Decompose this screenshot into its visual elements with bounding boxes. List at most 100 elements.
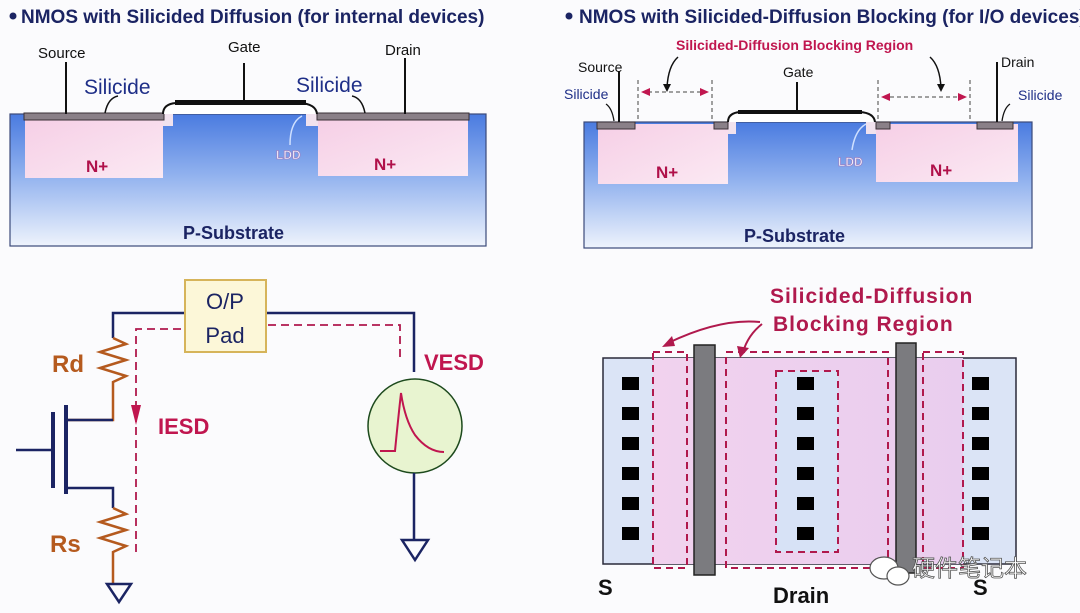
gate-poly xyxy=(738,110,862,114)
contact-drain xyxy=(797,377,814,390)
ground-icon xyxy=(104,582,134,605)
arrowhead-icon xyxy=(663,84,671,92)
silicide-label-left: Silicide xyxy=(84,76,151,99)
esd-voltage-source xyxy=(367,378,463,474)
blocking-pointer-left xyxy=(666,56,679,89)
n-plus-label-left: N+ xyxy=(656,163,678,182)
n-plus-drain-region xyxy=(876,124,1018,182)
bullet-icon xyxy=(9,12,17,20)
silicide-strip-source xyxy=(23,112,165,121)
n-plus-source-region xyxy=(25,120,163,178)
resistor-rd xyxy=(66,336,131,422)
blocking-boundaries xyxy=(637,80,971,122)
contact-source-left xyxy=(622,527,639,540)
n-plus-source-region xyxy=(598,124,728,184)
ldd-pointer xyxy=(851,123,867,151)
panel-silicided-diffusion-blocking: NMOS with Silicided-Diffusion Blocking (… xyxy=(564,7,1080,249)
contact-source-left xyxy=(622,377,639,390)
source-label-right: S xyxy=(973,575,988,600)
mosfet-source-lead xyxy=(66,486,115,508)
silicide-strip-gate-right xyxy=(875,121,891,130)
contact-source-right xyxy=(972,437,989,450)
silicide-pointer-right xyxy=(1001,103,1011,122)
gate-label: Gate xyxy=(783,64,814,80)
region-label-line1: Silicided-Diffusion xyxy=(770,285,973,308)
wechat-icon-bubble xyxy=(886,566,910,586)
vesd-label: VESD xyxy=(424,350,484,375)
drain-contact-window xyxy=(776,371,838,552)
output-pad xyxy=(184,279,267,353)
silicide-strip-gate-left xyxy=(713,121,729,130)
blocking-outlines xyxy=(652,351,964,569)
resistor-rs xyxy=(95,506,131,584)
ground-icon xyxy=(399,538,431,563)
current-arrow-icon xyxy=(131,405,141,425)
silicide-label-right: Silicide xyxy=(296,74,363,97)
ldd-right xyxy=(866,122,876,134)
contact-array xyxy=(622,377,989,540)
blocking-pointer-right xyxy=(929,56,942,89)
contact-source-left xyxy=(622,467,639,480)
ldd-label: LDD xyxy=(838,155,863,169)
gate-poly-right xyxy=(895,342,917,574)
contact-source-left xyxy=(622,497,639,510)
source-label: Source xyxy=(38,45,86,62)
silicide-strip-source xyxy=(596,121,636,130)
silicide-strip-drain xyxy=(316,112,470,121)
ldd-left xyxy=(728,122,736,134)
contact-drain xyxy=(797,407,814,420)
iesd-label: IESD xyxy=(158,414,209,439)
esd-pulse-waveform-icon xyxy=(380,392,445,453)
arrowhead-icon xyxy=(937,84,945,92)
silicide-label-left: Silicide xyxy=(564,86,609,102)
esd-current-path-left xyxy=(135,328,182,552)
pad-label-line2: Pad xyxy=(205,323,244,348)
ldd-label: LDD xyxy=(276,148,301,162)
contact-source-left xyxy=(622,407,639,420)
region-pointer-left xyxy=(667,320,761,344)
n-plus-label-right: N+ xyxy=(374,155,396,174)
blocking-region-label: Silicided-Diffusion Blocking Region xyxy=(676,37,913,53)
substrate-label: P-Substrate xyxy=(744,226,845,246)
ldd-right xyxy=(306,114,318,126)
panel-title: NMOS with Silicided Diffusion (for inter… xyxy=(21,7,484,28)
drain-label: Drain xyxy=(773,583,829,608)
watermark-text: 硬件笔记本 xyxy=(912,555,1027,581)
contact-drain xyxy=(797,527,814,540)
drain-label: Drain xyxy=(1001,54,1034,70)
ldd-pointer xyxy=(289,115,303,146)
rd-label: Rd xyxy=(52,351,84,378)
wechat-watermark: 硬件笔记本 xyxy=(869,555,1027,586)
ldd-left xyxy=(163,114,173,126)
silicide-pointer-right xyxy=(351,95,366,114)
n-plus-label-left: N+ xyxy=(86,157,108,176)
esd-current-path-right xyxy=(268,324,401,360)
n-plus-drain-region xyxy=(318,120,468,176)
panel-layout-plan-view: Silicided-Diffusion Blocking Region S Dr… xyxy=(598,285,1027,608)
contact-source-right xyxy=(972,407,989,420)
contact-drain xyxy=(797,437,814,450)
drain-label: Drain xyxy=(385,42,421,59)
gate-poly xyxy=(175,100,306,105)
contact-drain xyxy=(797,467,814,480)
arrowhead-icon xyxy=(737,346,749,358)
contact-drain xyxy=(797,497,814,510)
blocking-arrowheads xyxy=(641,88,967,101)
contact-source-right xyxy=(972,467,989,480)
source-label: Source xyxy=(578,59,623,75)
contact-source-left xyxy=(622,437,639,450)
silicide-pointer-left xyxy=(104,95,119,114)
source-label-left: S xyxy=(598,575,613,600)
pad-label-line1: O/P xyxy=(206,289,244,314)
substrate-label: P-Substrate xyxy=(183,223,284,243)
gate-poly-left xyxy=(693,344,716,576)
panel-title: NMOS with Silicided-Diffusion Blocking (… xyxy=(579,7,1080,28)
silicide-strip-drain xyxy=(976,121,1014,130)
panel-esd-circuit: O/P Pad Rd Rs IESD VESD xyxy=(16,279,484,605)
contact-source-right xyxy=(972,527,989,540)
wire-pad-to-vesd xyxy=(266,311,416,372)
bullet-icon xyxy=(565,12,573,20)
gate-label: Gate xyxy=(228,39,261,56)
silicide-pointer-left xyxy=(605,103,615,122)
